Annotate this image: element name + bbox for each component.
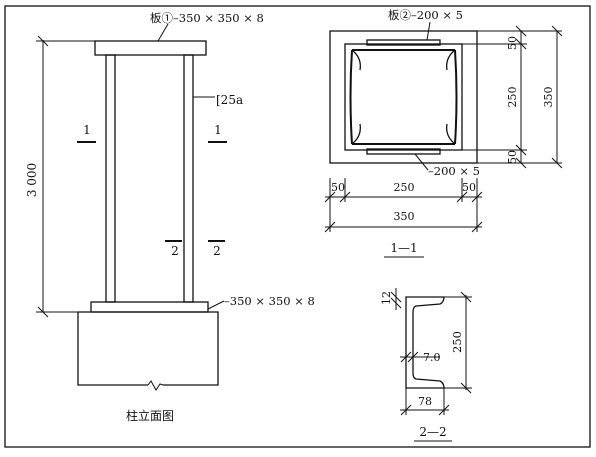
flange-width-tick-2	[438, 404, 450, 416]
section1-toes	[351, 49, 456, 145]
plate-bottom-label: –200 × 5	[428, 164, 480, 178]
web-thk-text: 7.0	[423, 351, 441, 364]
hdim-bottom-350: 350	[394, 210, 415, 223]
height-tick-top	[37, 35, 49, 47]
vdim-mid-250: 250	[506, 87, 519, 108]
vtick-3	[515, 144, 527, 156]
section2-right-mark: 2	[213, 244, 221, 258]
flange-width-tick-1	[400, 404, 412, 416]
htick-2	[339, 191, 351, 203]
flange-thk-tick-1	[390, 291, 402, 303]
plate2-label: 板②–200 × 5	[388, 8, 463, 22]
vtick-6	[551, 157, 563, 169]
hdim-center-250: 250	[394, 181, 415, 194]
column-elevation: 板①–350 × 350 × 8 [25a –350 × 350 × 8 3 0…	[25, 11, 315, 423]
flange-thk-text: 12	[380, 291, 393, 305]
height-dim-text: 3 000	[25, 163, 39, 197]
height-tick-bottom	[37, 306, 49, 318]
section-1-1: 板②–200 × 5 –200 × 5 50 250 50 350 50	[324, 8, 563, 258]
channel-label: [25a	[216, 93, 243, 107]
channel-profile	[405, 296, 445, 389]
section1-top-strip	[366, 39, 441, 46]
vdim-total-350: 350	[542, 87, 555, 108]
plate1-leader	[157, 23, 169, 42]
depth-tick-bottom	[460, 382, 472, 394]
section1-webs	[349, 49, 458, 145]
break-line	[147, 380, 164, 391]
base-plate-leader	[207, 300, 225, 310]
plate2-leader	[426, 21, 431, 41]
section1-left-mark: 1	[83, 123, 91, 137]
top-cap-plate	[94, 40, 207, 56]
htick-5	[324, 221, 336, 233]
base-plate-label: –350 × 350 × 8	[224, 294, 315, 308]
htick-1	[324, 191, 336, 203]
left-channel	[105, 54, 116, 303]
section1-right-mark: 1	[214, 123, 222, 137]
section1-title: 1—1	[390, 241, 417, 255]
vtick-4	[515, 157, 527, 169]
vtick-1	[515, 25, 527, 37]
hdim-left-50: 50	[331, 181, 345, 194]
section2-title: 2—2	[419, 425, 446, 439]
plate-bottom-leader	[414, 153, 429, 171]
vtick-2	[515, 38, 527, 50]
border-frame	[4, 5, 591, 448]
section1-bottom-strip	[366, 148, 441, 155]
web-thk-tick-2	[407, 351, 419, 363]
section-2-2: 12 250 7.0 78 2—2	[380, 288, 472, 442]
section1-batten-box	[344, 43, 463, 151]
web-thk-tick-1	[400, 351, 412, 363]
vdim-bot-50: 50	[506, 150, 519, 164]
section1-outer-plate	[329, 30, 478, 164]
flange-width-text: 78	[418, 395, 432, 408]
right-channel	[183, 54, 194, 303]
section2-left-mark: 2	[171, 244, 179, 258]
flange-thk-tick-2	[390, 297, 402, 309]
depth-tick-top	[460, 291, 472, 303]
elevation-title: 柱立面图	[126, 408, 174, 423]
base-plate	[90, 301, 209, 313]
depth-text: 250	[450, 331, 464, 353]
htick-6	[471, 221, 483, 233]
section1-flanges	[352, 49, 455, 145]
foundation	[77, 311, 219, 386]
hdim-right-50: 50	[462, 181, 476, 194]
htick-4	[471, 191, 483, 203]
plate1-label: 板①–350 × 350 × 8	[150, 11, 264, 25]
vtick-5	[551, 25, 563, 37]
vdim-top-50: 50	[506, 36, 519, 50]
htick-3	[456, 191, 468, 203]
